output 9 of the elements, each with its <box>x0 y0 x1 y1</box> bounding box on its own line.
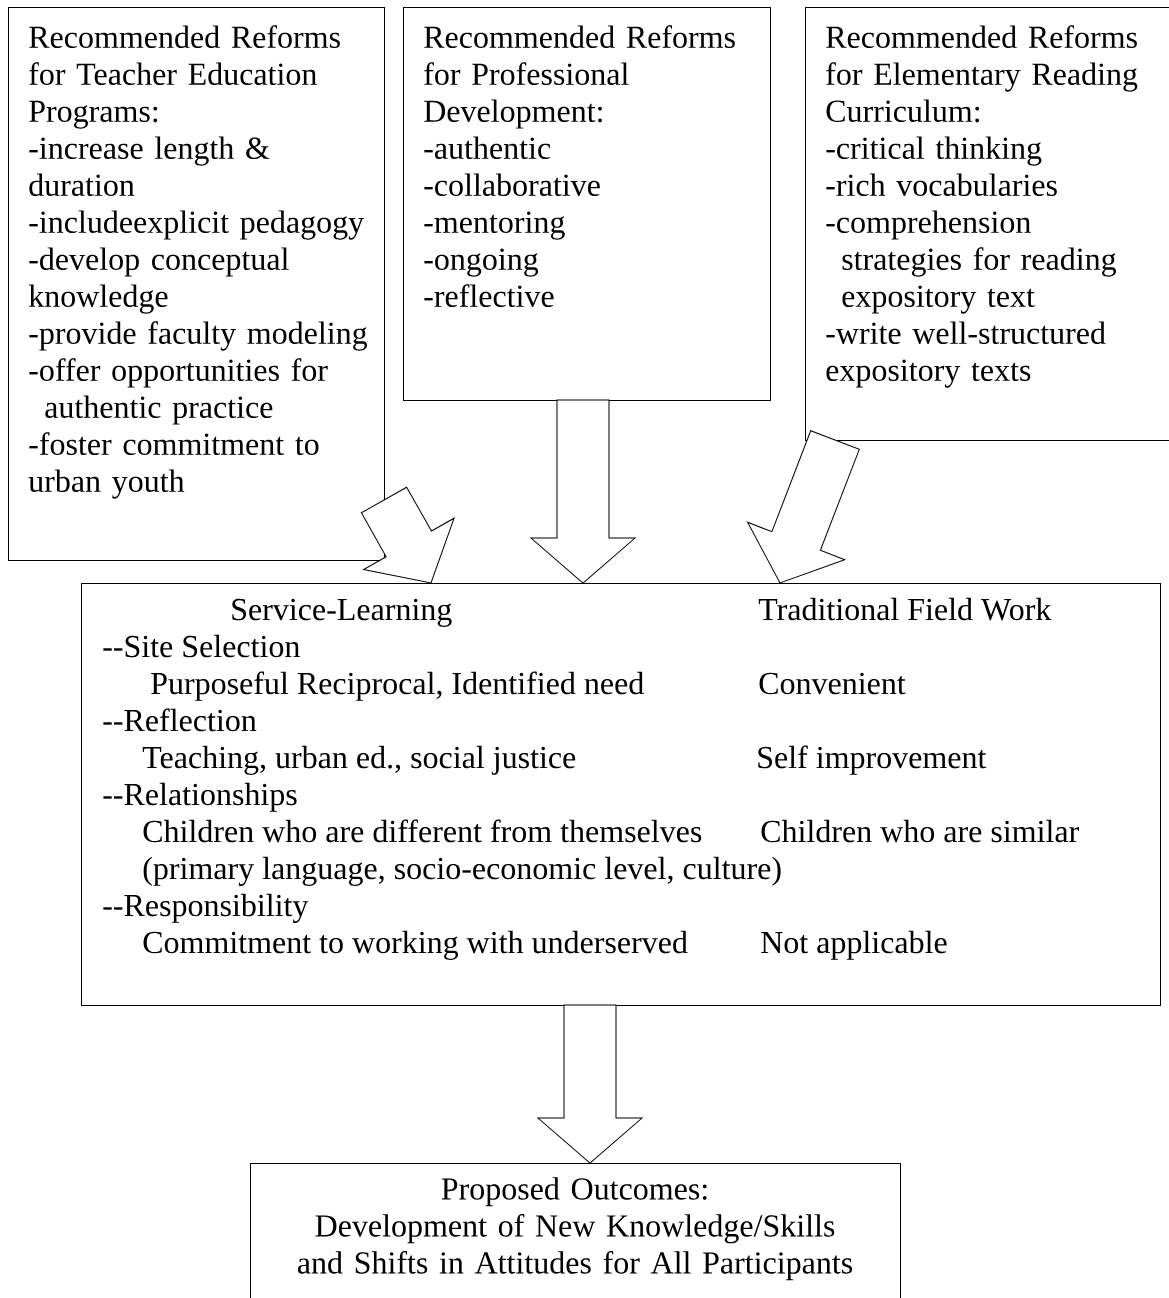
block-arrow <box>537 1004 643 1164</box>
reform-box: Recommended Reforms for Elementary Reading Curriculum: -critical thinking -rich vocabularies -comprehension strategies for reading expository text -write well-structured expository texts <box>805 7 1169 441</box>
reform-box: Recommended Reforms for Teacher Education Programs: -increase length & duration -includeexplicit pedagogy -develop conceptual knowledge -provide faculty modeling -offer opportunities for authentic practice -foster commitment to urban youth <box>8 7 385 561</box>
reform-box: Recommended Reforms for Professional Development: -authentic -collaborative -mentoring -ongoing -reflective <box>403 7 771 401</box>
comparison-box: Service-Learning Traditional Field Work --Site Selection Purposeful Reciprocal, Identified need Convenient --Reflection Teaching, urban ed., social justice Self improvement --Relationships Children who are different from themselves Children who are similar (primary language, socio-economic level, culture) --Responsibility Commitment to working with underserved Not applicable <box>81 583 1161 1006</box>
block-arrow <box>747 430 860 584</box>
block-arrow <box>530 399 636 584</box>
outcome-box: Proposed Outcomes: Development of New Knowledge/Skills and Shifts in Attitudes for All Participants <box>250 1163 901 1298</box>
block-arrow <box>360 486 455 584</box>
